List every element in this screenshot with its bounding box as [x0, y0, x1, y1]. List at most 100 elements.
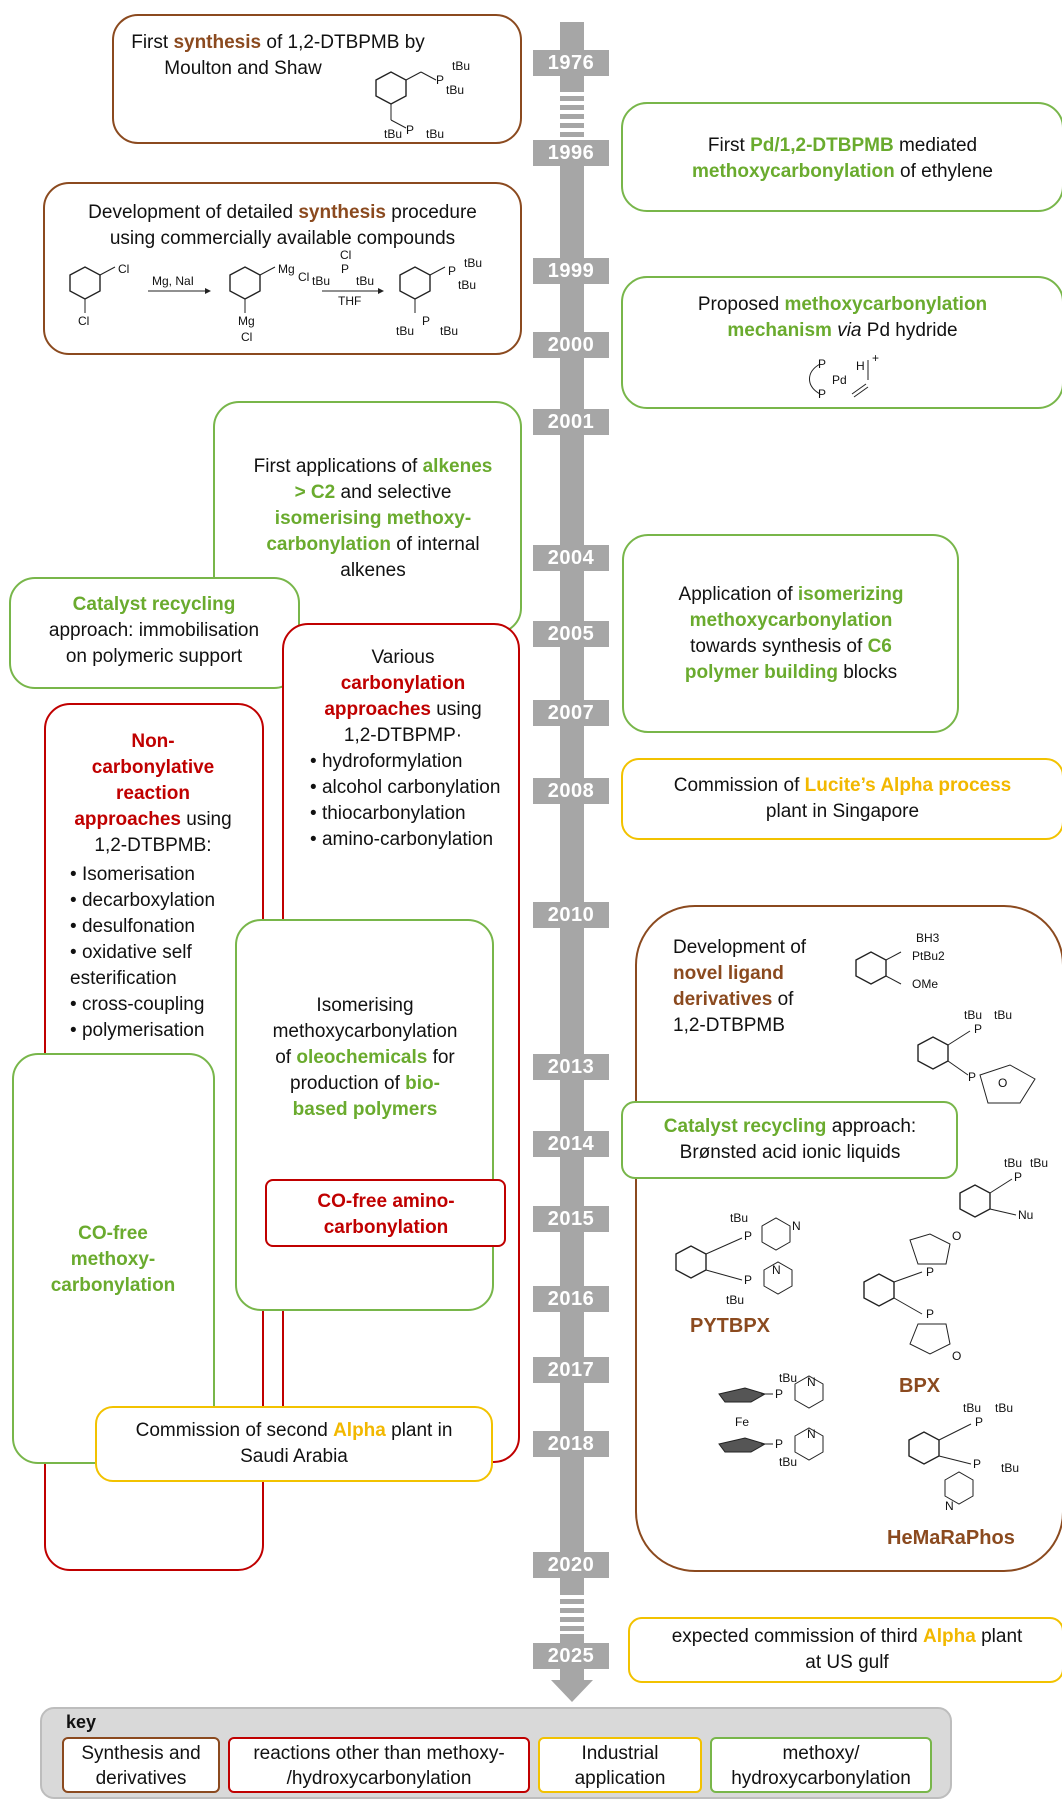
- phosphorus-label: P: [1014, 1170, 1022, 1184]
- chlorine-label: Cl: [340, 248, 351, 262]
- timeline-arrowhead: [551, 1680, 593, 1702]
- text-part: Various: [371, 647, 435, 668]
- list-item: • oxidative self esterification: [70, 942, 192, 989]
- highlight: approaches: [74, 809, 181, 830]
- list-item: • Isomerisation: [70, 864, 195, 885]
- highlight: isomerising methoxy-: [274, 508, 472, 529]
- highlight: methoxy-: [70, 1249, 156, 1270]
- text-part: of internal: [390, 534, 480, 555]
- catalyst-recycling-text: Catalyst recycling approach: immobilisat…: [14, 592, 294, 670]
- year-label: 2015: [533, 1206, 609, 1232]
- timeline-break-bottom: [560, 1590, 584, 1634]
- highlight: Alpha: [333, 1420, 386, 1441]
- key-item-label: derivatives: [95, 1768, 187, 1789]
- nitrogen-label: N: [807, 1375, 816, 1389]
- list-item: • cross-coupling: [70, 994, 205, 1015]
- chlorine-label: Cl: [241, 330, 252, 344]
- year-label: 1999: [533, 258, 609, 284]
- year-label: 2014: [533, 1131, 609, 1157]
- text-part: 1,2-DTBPMB: [673, 1015, 785, 1036]
- text-part: for: [427, 1047, 455, 1068]
- text-part: blocks: [837, 662, 898, 683]
- first-pd-text: First Pd/1,2-DTBPMB mediated methoxycarb…: [630, 133, 1055, 185]
- highlight: isomerizing: [797, 584, 904, 605]
- methoxy-label: OMe: [912, 977, 938, 991]
- text-part: mediated: [893, 135, 978, 156]
- phosphorus-label: P: [422, 314, 430, 328]
- year-label: 2001: [533, 409, 609, 435]
- first-pd-box: [621, 102, 1062, 212]
- phosphorus-label: P: [775, 1387, 783, 1401]
- second-alpha-text: Commission of second Alpha plant in Saud…: [100, 1418, 488, 1470]
- pd-hydride-structure: P P Pd H +: [806, 351, 906, 409]
- reagent-label: Mg, NaI: [152, 274, 194, 288]
- tbu-label: tBu: [963, 1401, 981, 1415]
- text-part: methoxycarbonylation: [272, 1021, 458, 1042]
- tbu-label: tBu: [440, 324, 458, 338]
- tbu-label: tBu: [1004, 1156, 1022, 1170]
- text-part: of ethylene: [894, 161, 993, 182]
- highlight: alkenes: [422, 456, 493, 477]
- novel-ligand-text: Development of novel ligand derivatives …: [673, 935, 863, 1039]
- list-item-text: amino-carbonylation: [321, 829, 494, 850]
- nitrogen-label: N: [945, 1499, 954, 1513]
- lucite-text: Commission of Lucite’s Alpha process pla…: [630, 773, 1055, 825]
- tbu-label: tBu: [384, 127, 402, 141]
- tbu-label: tBu: [458, 278, 476, 292]
- list-item-text: cross-coupling: [81, 994, 205, 1015]
- tbu-label: tBu: [356, 274, 374, 288]
- various-carbonylation-list: • hydroformylation • alcohol carbonylati…: [310, 749, 515, 853]
- tbu-label: tBu: [730, 1211, 748, 1225]
- year-label: 2005: [533, 621, 609, 647]
- oleochemicals-text: Isomerising methoxycarbonylation of oleo…: [245, 993, 485, 1123]
- tbu-label: tBu: [1030, 1156, 1048, 1170]
- novel-ligand-box: [635, 905, 1062, 1572]
- lucite-box: [621, 758, 1062, 840]
- non-carbonylative-list: • Isomerisation • decarboxylation • desu…: [70, 862, 260, 1044]
- highlight: CO-free amino-: [317, 1191, 455, 1212]
- list-item-text: hydroformylation: [321, 751, 463, 772]
- year-label: 1996: [533, 140, 609, 166]
- highlight: reaction: [116, 783, 190, 804]
- chlorine-label: Cl: [298, 270, 309, 284]
- year-label: 2000: [533, 332, 609, 358]
- list-item-text: Isomerisation: [81, 864, 195, 885]
- text-part: First: [131, 32, 174, 53]
- highlight: methoxycarbonylation: [689, 610, 893, 631]
- tbu-label: tBu: [779, 1371, 797, 1385]
- catalyst-recycling-2-text: Catalyst recycling approach: Brønsted ac…: [626, 1114, 954, 1166]
- text-part: Application of: [678, 584, 798, 605]
- co-free-methoxy-box: [12, 1053, 215, 1464]
- text-part: Pd hydride: [861, 320, 958, 341]
- list-item: • alcohol carbonylation: [310, 777, 501, 798]
- nu-ligand-structure: tBu tBu P Nu: [956, 1155, 1056, 1230]
- text-part: approach: immobilisation: [48, 620, 260, 641]
- tbu-label: tBu: [726, 1293, 744, 1307]
- isomerizing-c6-box: [622, 534, 959, 733]
- text-part: Development of detailed: [88, 202, 299, 223]
- text-part: using commercially available compounds: [109, 228, 456, 249]
- highlight: carbonylation: [340, 673, 466, 694]
- key-item-label: application: [574, 1768, 666, 1789]
- list-item: • thiocarbonylation: [310, 803, 466, 824]
- highlight: derivatives: [673, 989, 773, 1010]
- tbu-label: tBu: [452, 59, 470, 73]
- iron-label: Fe: [735, 1415, 749, 1429]
- highlight: CO-free: [78, 1223, 148, 1244]
- phosphorus-label: P: [775, 1437, 783, 1451]
- text-part: Commission of second: [135, 1420, 334, 1441]
- ligand-name-pytbpx: PYTBPX: [690, 1315, 771, 1337]
- list-item-text: polymerisation: [81, 1020, 205, 1041]
- phosphorus-label: P: [406, 123, 414, 137]
- text-part: and selective: [335, 482, 452, 503]
- list-item-text: desulfonation: [81, 916, 195, 937]
- timeline-axis-main: [560, 140, 584, 1590]
- alkenes-box: [213, 401, 522, 634]
- text-part: of: [772, 989, 794, 1010]
- key-item-label: reactions other than methoxy-: [253, 1743, 505, 1764]
- text-part: plant in Singapore: [765, 801, 920, 822]
- year-label: 2008: [533, 778, 609, 804]
- various-carbonylation-text: Various carbonylation approaches using 1…: [298, 645, 508, 749]
- text-part: using: [430, 699, 482, 720]
- highlight: carbonylation: [50, 1275, 176, 1296]
